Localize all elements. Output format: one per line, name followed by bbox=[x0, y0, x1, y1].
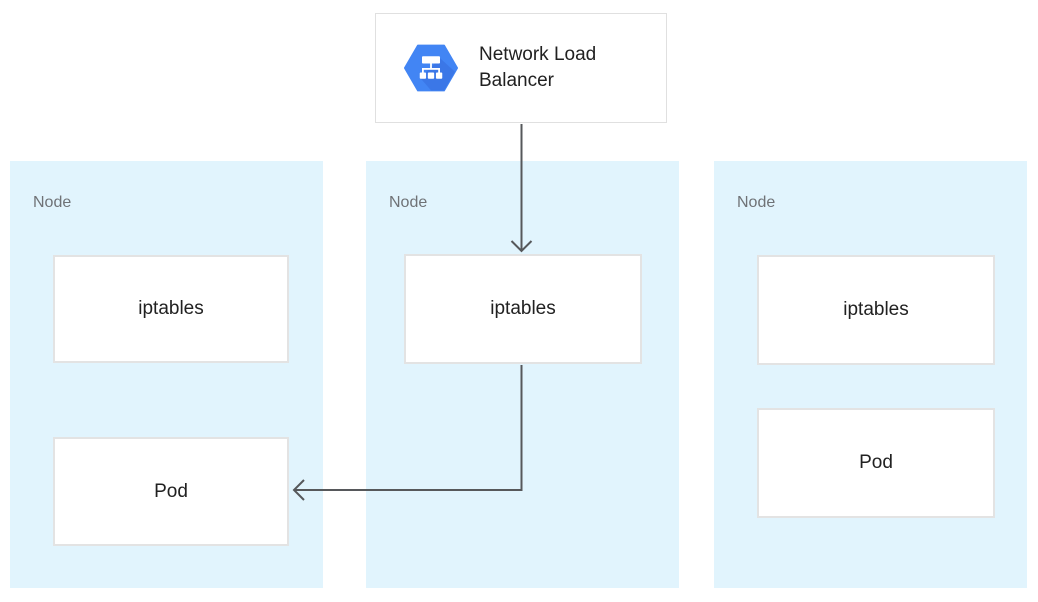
node-3-container: Node iptables Pod bbox=[714, 161, 1027, 588]
node-1-iptables-box: iptables bbox=[53, 255, 289, 363]
node-3-iptables-label: iptables bbox=[843, 299, 909, 320]
node-3-iptables-box: iptables bbox=[757, 255, 995, 365]
node-1-iptables-label: iptables bbox=[138, 298, 204, 319]
node-2-iptables-box: iptables bbox=[404, 254, 642, 364]
node-1-container: Node iptables Pod bbox=[10, 161, 323, 588]
load-balancer-label: Network Load Balancer bbox=[479, 44, 597, 91]
network-load-balancer-box: Network Load Balancer bbox=[375, 13, 667, 123]
node-3-pod-label: Pod bbox=[859, 452, 893, 473]
node-1-pod-label: Pod bbox=[154, 480, 188, 502]
node-3-pod-box: Pod bbox=[757, 408, 995, 518]
network-load-balancer-hexagon-icon bbox=[404, 44, 458, 92]
node-1-pod-box: Pod bbox=[53, 437, 289, 546]
node-3-label: Node bbox=[737, 194, 776, 211]
node-1-label: Node bbox=[33, 194, 72, 211]
node-2-container: Node iptables bbox=[366, 161, 679, 588]
node-2-iptables-label: iptables bbox=[490, 298, 556, 319]
network-tree-glyph bbox=[419, 56, 443, 79]
node-2-label: Node bbox=[389, 194, 428, 211]
